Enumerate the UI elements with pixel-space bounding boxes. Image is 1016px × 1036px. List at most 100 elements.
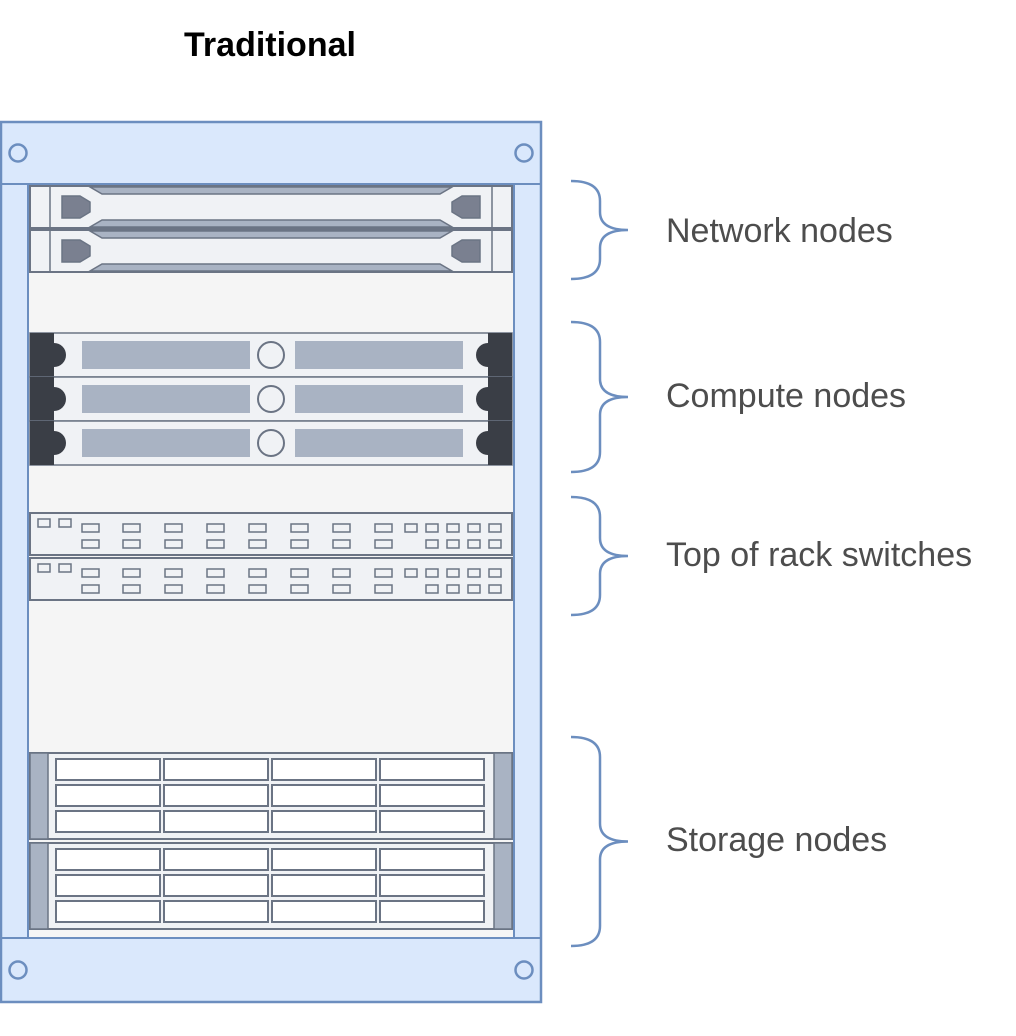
port-icon bbox=[248, 584, 267, 594]
drive-bay-icon bbox=[55, 784, 161, 807]
port-icon bbox=[81, 568, 100, 578]
mount-hole-icon bbox=[514, 960, 534, 980]
switch-1 bbox=[29, 512, 513, 556]
drive-bay-icon bbox=[379, 758, 485, 781]
drive-bay-icon bbox=[55, 874, 161, 897]
brace-storage-nodes bbox=[570, 735, 629, 948]
port-icon bbox=[488, 523, 502, 533]
switch-chassis bbox=[29, 557, 513, 601]
port-icon bbox=[248, 568, 267, 578]
port-icon bbox=[404, 568, 418, 578]
storage-node-1 bbox=[29, 752, 513, 840]
port-icon bbox=[206, 523, 225, 533]
switch-2 bbox=[29, 557, 513, 601]
compute-node-ear-lip bbox=[54, 343, 66, 367]
compute-node-drive-panel bbox=[82, 385, 250, 413]
compute-node-drive-panel bbox=[295, 385, 463, 413]
compute-node-drive-panel bbox=[82, 341, 250, 369]
port-icon bbox=[164, 539, 183, 549]
drive-bay-icon bbox=[271, 784, 377, 807]
drive-bay-icon bbox=[163, 810, 269, 833]
port-icon bbox=[164, 568, 183, 578]
port-icon bbox=[467, 523, 481, 533]
port-icon bbox=[37, 518, 51, 528]
port-icon bbox=[58, 563, 72, 573]
drive-bay-icon bbox=[379, 810, 485, 833]
port-icon bbox=[425, 568, 439, 578]
drive-bay-icon bbox=[379, 784, 485, 807]
handle-icon bbox=[61, 239, 91, 263]
port-icon bbox=[446, 523, 460, 533]
label-storage-nodes: Storage nodes bbox=[666, 821, 887, 859]
port-icon bbox=[446, 568, 460, 578]
drive-bay-icon bbox=[271, 810, 377, 833]
port-icon bbox=[374, 568, 393, 578]
port-icon bbox=[290, 523, 309, 533]
port-icon bbox=[488, 539, 502, 549]
compute-node-ear-lip bbox=[54, 431, 66, 455]
compute-node-ear-lip bbox=[476, 431, 488, 455]
compute-node-ear bbox=[30, 333, 54, 377]
port-icon bbox=[122, 568, 141, 578]
switch-chassis bbox=[29, 512, 513, 556]
drive-bay-icon bbox=[55, 758, 161, 781]
port-icon bbox=[332, 523, 351, 533]
port-icon bbox=[374, 584, 393, 594]
compute-node-drive-panel bbox=[295, 429, 463, 457]
network-node-1 bbox=[29, 185, 513, 229]
group-braces bbox=[570, 179, 629, 948]
compute-node-ear bbox=[30, 421, 54, 465]
drive-bay-icon bbox=[163, 848, 269, 871]
compute-node-ear-lip bbox=[54, 387, 66, 411]
drive-bay-icon bbox=[271, 900, 377, 923]
port-icon bbox=[206, 539, 225, 549]
handle-icon bbox=[61, 195, 91, 219]
drive-bay-icon bbox=[271, 758, 377, 781]
compute-node-3 bbox=[29, 420, 513, 466]
drive-bay-icon bbox=[163, 874, 269, 897]
brace-top-of-rack-switches bbox=[570, 495, 629, 617]
port-icon bbox=[81, 584, 100, 594]
drive-bay-icon bbox=[163, 784, 269, 807]
port-icon bbox=[425, 539, 439, 549]
compute-node-ear bbox=[30, 377, 54, 421]
port-icon bbox=[332, 584, 351, 594]
drive-bay-icon bbox=[379, 874, 485, 897]
label-network-nodes: Network nodes bbox=[666, 212, 893, 250]
storage-node-ear bbox=[29, 752, 49, 840]
compute-node-drive-panel bbox=[295, 341, 463, 369]
drive-bay-icon bbox=[379, 900, 485, 923]
drive-bay-icon bbox=[55, 900, 161, 923]
storage-node-ear bbox=[29, 842, 49, 930]
diagram-title: Traditional bbox=[184, 26, 356, 64]
compute-node-1 bbox=[29, 332, 513, 378]
port-icon bbox=[206, 584, 225, 594]
drive-bay-icon bbox=[271, 848, 377, 871]
power-button-icon bbox=[257, 385, 285, 413]
brace-network-nodes bbox=[570, 179, 629, 281]
port-icon bbox=[332, 539, 351, 549]
drive-bay-icon bbox=[163, 900, 269, 923]
port-icon bbox=[206, 568, 225, 578]
compute-node-drive-panel bbox=[82, 429, 250, 457]
port-icon bbox=[488, 584, 502, 594]
power-button-icon bbox=[257, 341, 285, 369]
handle-icon bbox=[451, 195, 481, 219]
compute-node-ear bbox=[488, 333, 512, 377]
storage-node-2 bbox=[29, 842, 513, 930]
rack-devices bbox=[29, 185, 513, 930]
port-icon bbox=[248, 539, 267, 549]
compute-node-ear-lip bbox=[476, 343, 488, 367]
port-icon bbox=[122, 539, 141, 549]
port-icon bbox=[290, 584, 309, 594]
mount-hole-icon bbox=[514, 143, 534, 163]
port-icon bbox=[488, 568, 502, 578]
port-icon bbox=[332, 568, 351, 578]
compute-node-ear bbox=[488, 421, 512, 465]
drive-bay-icon bbox=[55, 848, 161, 871]
port-icon bbox=[248, 523, 267, 533]
mount-hole-icon bbox=[8, 143, 28, 163]
mount-hole-icon bbox=[8, 960, 28, 980]
network-node-bar bbox=[87, 219, 455, 228]
label-compute-nodes: Compute nodes bbox=[666, 377, 906, 415]
